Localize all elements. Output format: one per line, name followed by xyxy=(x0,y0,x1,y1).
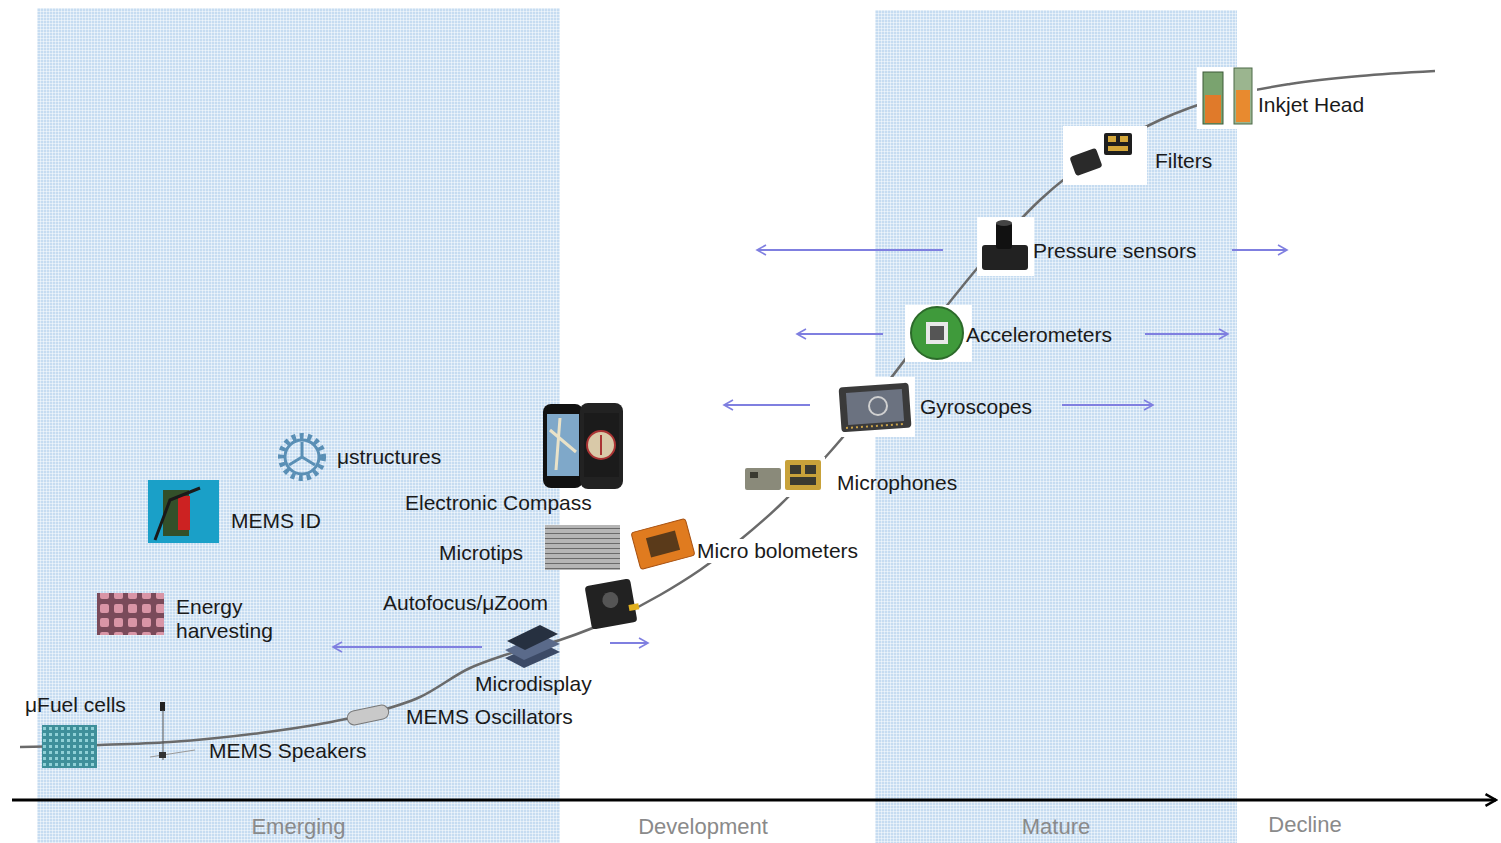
compass-phones-icon xyxy=(543,403,623,489)
trend-arrow xyxy=(757,249,943,251)
inkjet-icon xyxy=(1197,67,1257,129)
time-axis xyxy=(12,799,1496,802)
product-label: Filters xyxy=(1155,149,1212,173)
trend-arrow xyxy=(1145,333,1228,335)
trend-arrow xyxy=(1062,404,1153,406)
product-label: MEMS Speakers xyxy=(209,739,367,763)
stage-label: Decline xyxy=(1268,813,1341,837)
fuel-cell-icon xyxy=(42,725,97,768)
speaker-icon xyxy=(150,702,195,760)
product-label: MEMS ID xyxy=(231,509,321,533)
autofocus-icon xyxy=(585,578,642,630)
trend-arrows xyxy=(333,250,1287,647)
s-curve xyxy=(20,71,1435,747)
product-label: Microtips xyxy=(439,541,523,565)
stage-label: Development xyxy=(638,815,768,839)
trend-arrow xyxy=(610,642,648,644)
product-label: MEMS Oscillators xyxy=(406,705,573,729)
microphone-icon xyxy=(741,457,825,497)
trend-arrow xyxy=(1232,249,1287,251)
product-label: Accelerometers xyxy=(966,323,1112,347)
product-label: Energy harvesting xyxy=(176,595,288,643)
microtips-icon xyxy=(545,525,620,570)
product-label: μstructures xyxy=(337,445,441,469)
trend-arrow xyxy=(797,333,883,335)
trend-arrow xyxy=(333,646,482,648)
bolometer-icon xyxy=(631,518,695,569)
stage-label: Emerging xyxy=(251,815,345,839)
product-label: Microphones xyxy=(837,471,957,495)
product-label: Inkjet Head xyxy=(1258,93,1364,117)
product-label: μFuel cells xyxy=(25,693,126,717)
product-label: Pressure sensors xyxy=(1033,239,1196,263)
stage-label: Mature xyxy=(1022,815,1090,839)
trend-arrow xyxy=(724,404,810,406)
product-label: Electronic Compass xyxy=(405,491,592,515)
gear-icon xyxy=(281,436,323,478)
maturity-curve xyxy=(20,71,1435,747)
stage-band: Mature xyxy=(875,10,1237,843)
mems-id-icon xyxy=(148,480,219,543)
product-label: Microdisplay xyxy=(475,672,592,696)
product-label: Autofocus/μZoom xyxy=(383,591,548,615)
product-label: Micro bolometers xyxy=(695,539,860,563)
filters-icon xyxy=(1063,126,1147,185)
energy-harvesting-icon xyxy=(97,593,164,635)
oscillator-icon xyxy=(346,704,390,726)
gyroscope-icon xyxy=(835,377,915,437)
pressure-sensor-icon xyxy=(977,217,1034,276)
microdisplay-icon xyxy=(505,625,560,668)
accelerometer-icon xyxy=(905,305,972,362)
product-label: Gyroscopes xyxy=(920,395,1032,419)
